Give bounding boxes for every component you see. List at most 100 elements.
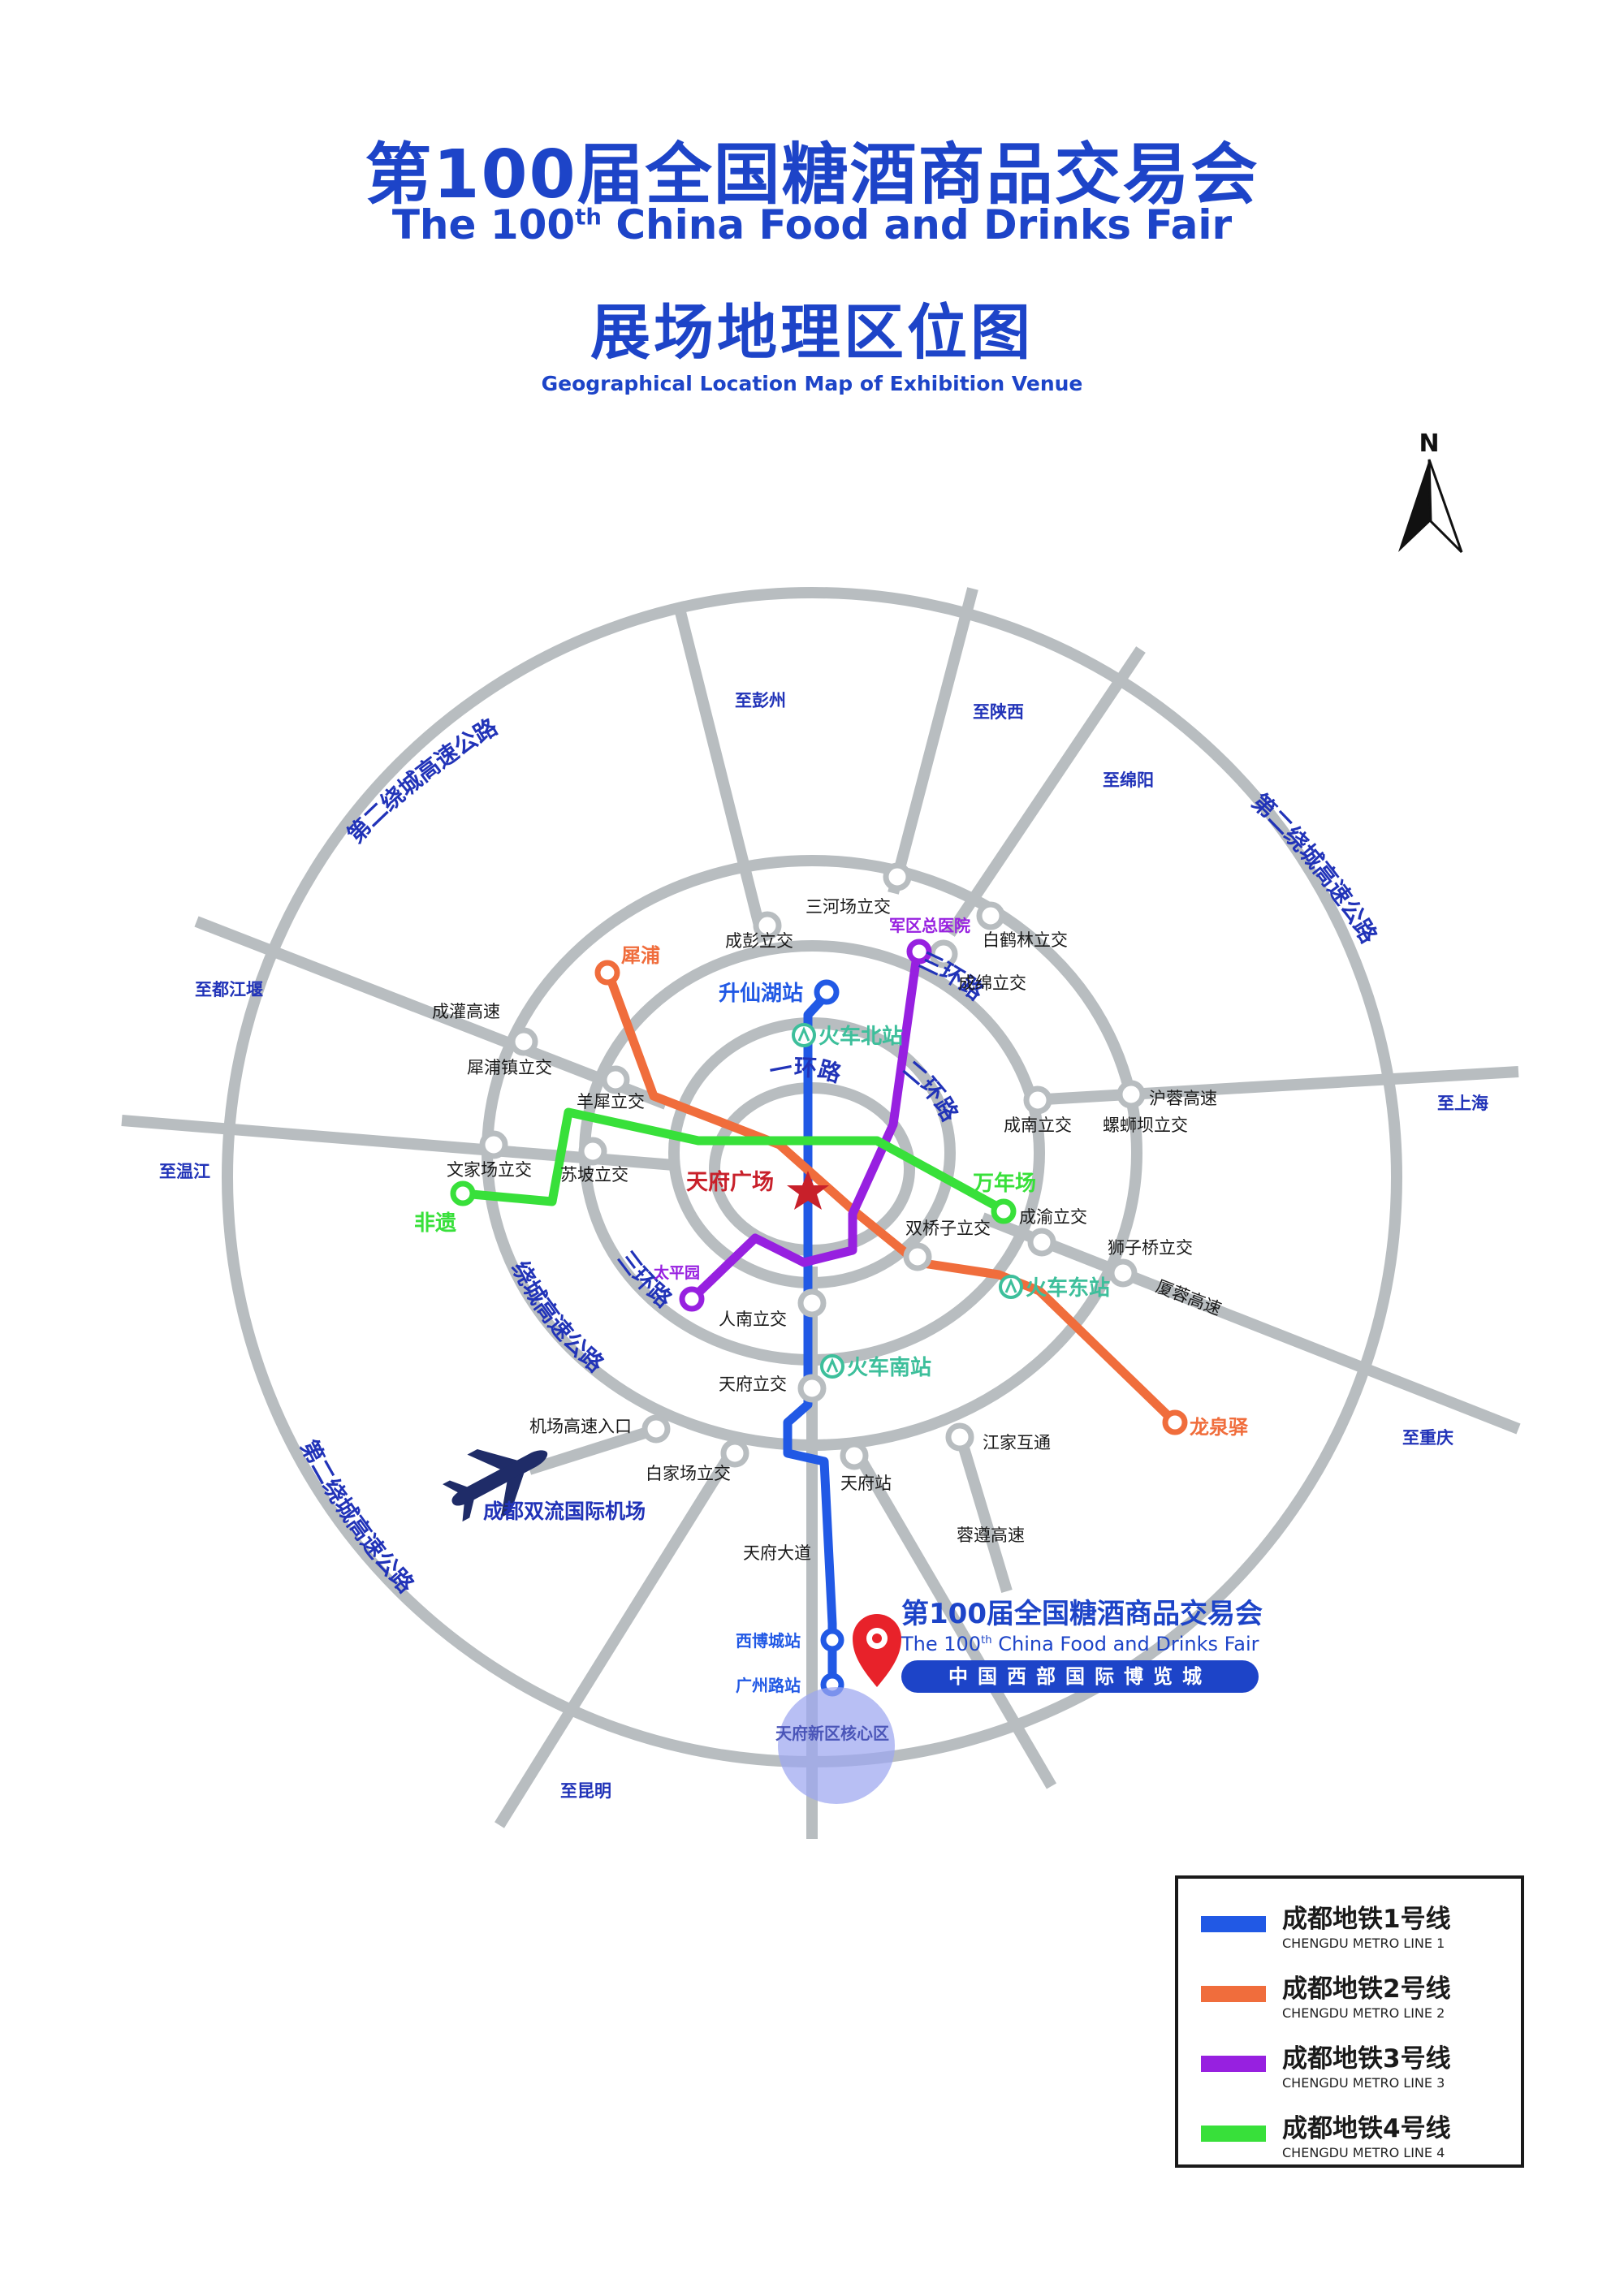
node-airport-entry xyxy=(641,1414,671,1444)
metro-line-1 xyxy=(783,990,837,1690)
road-shaanxi xyxy=(888,587,978,895)
map-title-en: Geographical Location Map of Exhibition … xyxy=(541,372,1083,395)
airplane-icon xyxy=(443,1449,548,1522)
legend-name-zh: 成都地铁3号线 xyxy=(1282,2044,1451,2074)
road-rongzun xyxy=(847,1442,1057,1789)
road-shanghai xyxy=(1030,1066,1519,1106)
node-sanhechang xyxy=(883,862,912,891)
legend-name-en: CHENGDU METRO LINE 4 xyxy=(1282,2145,1445,2160)
label-ring2-nw: 第二绕城高速公路 xyxy=(342,713,503,848)
label-chengyu: 成渝立交 xyxy=(1019,1207,1087,1227)
fair-en-sup: th xyxy=(981,1634,992,1646)
page-title-en: The 100th China Food and Drinks Fair xyxy=(0,201,1624,248)
road-pengzhou xyxy=(672,601,769,943)
label-sanhechang: 三河场立交 xyxy=(806,897,891,917)
ring-labels: 第二绕城高速公路 第二绕城高速公路 第二绕城高速公路 绕城高速公路 三环路 三环… xyxy=(296,713,1383,1599)
label-dir-kunming: 至昆明 xyxy=(560,1781,611,1801)
road-mianyang xyxy=(945,646,1146,937)
core-area xyxy=(778,1687,895,1804)
legend-name-zh: 成都地铁1号线 xyxy=(1282,1905,1451,1934)
fair-title-zh: 第100届全国糖酒商品交易会 xyxy=(901,1598,1263,1630)
node-hurong xyxy=(1116,1080,1146,1109)
terminal-taipingyuan xyxy=(679,1286,705,1312)
legend-name-zh: 成都地铁2号线 xyxy=(1282,1974,1451,2004)
label-tianfu-avenue: 天府大道 xyxy=(743,1543,811,1563)
rail-glyphs xyxy=(797,1026,1017,1373)
label-chengmian: 成绵立交 xyxy=(958,973,1026,993)
label-guangzhoulu: 广州路站 xyxy=(736,1676,801,1695)
legend-swatch-line4 xyxy=(1201,2126,1266,2142)
terminal-junqu xyxy=(906,939,932,965)
station-labels: 升仙湖站 火车北站 火车东站 火车南站 天府广场 犀浦 军区总医院 万年场 非遗… xyxy=(414,916,1249,1743)
legend-swatch-line2 xyxy=(1201,1986,1266,2002)
label-ring-sw: 绕城高速公路 xyxy=(507,1257,610,1378)
label-dir-mianyang: 至绵阳 xyxy=(1103,770,1154,790)
title-en-sup: th xyxy=(575,204,602,231)
label-shengxianhu: 升仙湖站 xyxy=(719,982,803,1006)
node-chengnan xyxy=(1023,1085,1052,1115)
north-label: N xyxy=(1419,429,1439,458)
railway-stations xyxy=(792,1023,1023,1379)
label-ring2-nw-path: 第二绕城高速公路 xyxy=(342,713,503,848)
interchange-nodes xyxy=(479,862,1146,1470)
road-jiangjia xyxy=(952,1426,1013,1594)
label-airport: 成都双流国际机场 xyxy=(483,1500,646,1523)
title-en-post: China Food and Drinks Fair xyxy=(601,201,1233,248)
fair-location-pin-icon xyxy=(853,1614,901,1687)
legend-item-line3: 成都地铁3号线 CHENGDU METRO LINE 3 xyxy=(1201,2038,1518,2103)
terminal-wannianchang xyxy=(991,1198,1017,1224)
label-feiyi: 非遗 xyxy=(414,1211,456,1236)
label-luosiba: 螺蛳坝立交 xyxy=(1103,1116,1188,1135)
metro-terminals xyxy=(450,939,1188,1697)
label-rennan: 人南立交 xyxy=(719,1310,787,1329)
legend-swatch-line3 xyxy=(1201,2056,1266,2072)
node-xipuzhen xyxy=(509,1027,538,1056)
metro-line-2 xyxy=(603,965,1178,1426)
label-junqu: 军区总医院 xyxy=(889,916,970,935)
terminal-xibocheng xyxy=(820,1628,844,1652)
terminal-longquanyi xyxy=(1162,1409,1188,1435)
label-south-station: 火车南站 xyxy=(847,1355,931,1380)
node-chengmian xyxy=(929,939,958,969)
label-chengpeng: 成彭立交 xyxy=(725,931,793,951)
label-ring2-in-path: 二环路 xyxy=(898,1055,964,1127)
road-airport xyxy=(527,1423,660,1475)
label-ring-sw-path: 绕城高速公路 xyxy=(507,1257,610,1378)
label-xiarong-exp: 厦蓉高速 xyxy=(1153,1276,1224,1319)
north-arrow-icon xyxy=(1398,459,1463,554)
label-supo: 苏坡立交 xyxy=(560,1165,628,1185)
node-shuangqiaozi xyxy=(903,1242,932,1271)
label-dir-chongqing: 至重庆 xyxy=(1402,1428,1453,1448)
label-tianfu-station: 天府站 xyxy=(840,1474,892,1493)
legend-name-en: CHENGDU METRO LINE 1 xyxy=(1282,1936,1445,1951)
title-en-pre: The 100 xyxy=(391,201,576,248)
label-core-area: 天府新区核心区 xyxy=(775,1724,889,1743)
fair-en-post: China Food and Drinks Fair xyxy=(991,1633,1259,1655)
legend-name-en: CHENGDU METRO LINE 3 xyxy=(1282,2075,1445,2091)
label-north-station: 火车北站 xyxy=(818,1024,903,1049)
node-baihelin xyxy=(976,901,1005,930)
legend-name-zh: 成都地铁4号线 xyxy=(1282,2114,1451,2143)
metro-line-3 xyxy=(687,945,922,1304)
label-xipuzhen: 犀浦镇立交 xyxy=(467,1058,552,1077)
road-chongqing xyxy=(980,1212,1521,1435)
legend-swatch-line1 xyxy=(1201,1916,1266,1932)
label-longquanyi: 龙泉驿 xyxy=(1190,1416,1249,1439)
node-rennan xyxy=(797,1288,827,1318)
label-airport-entry: 机场高速入口 xyxy=(529,1417,632,1436)
label-hurong-exp: 沪蓉高速 xyxy=(1149,1089,1217,1108)
label-east-station: 火车东站 xyxy=(1026,1275,1110,1301)
radial-roads xyxy=(121,587,1521,1839)
node-chengyu xyxy=(1027,1228,1056,1257)
label-wenjiachang: 文家场立交 xyxy=(447,1160,532,1180)
road-kunming xyxy=(495,1450,736,1828)
node-baijiachang xyxy=(720,1439,749,1468)
legend-item-line4: 成都地铁4号线 CHENGDU METRO LINE 4 xyxy=(1201,2108,1518,2173)
label-ring2-sw-path: 第二绕城高速公路 xyxy=(296,1435,420,1599)
label-ring2-in: 二环路 xyxy=(898,1055,964,1127)
label-tianfu-iv: 天府立交 xyxy=(719,1375,787,1394)
fair-callout: 第100届全国糖酒商品交易会 The 100th China Food and … xyxy=(901,1591,1275,1693)
fair-venue-bar: 中国西部国际博览城 xyxy=(901,1660,1259,1693)
node-shiziqiao xyxy=(1108,1258,1138,1288)
